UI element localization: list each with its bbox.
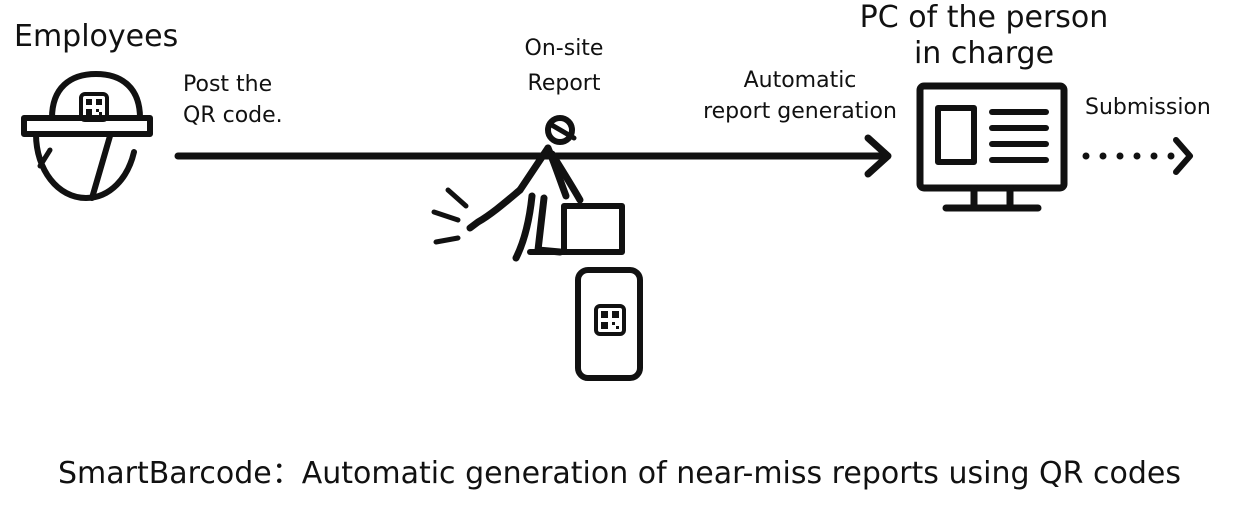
smartphone-qr-icon: [575, 267, 643, 381]
pc-label-line2: in charge: [913, 36, 1055, 71]
hard-hat-with-qr-icon: [21, 71, 153, 201]
employees-label-text: Employees: [14, 19, 179, 54]
post-qr-label-line1: Post the: [183, 72, 273, 97]
onsite-report-label-line2: Report: [527, 71, 601, 97]
submission-label: Submission: [1085, 95, 1211, 120]
pc-person-in-charge-label: PC of the person in charge: [852, 0, 1116, 72]
automatic-report-label-line1: Automatic: [743, 68, 857, 93]
automatic-report-label-line2: report generation: [703, 99, 897, 125]
desktop-monitor-icon: [916, 82, 1068, 212]
diagram-caption: SmartBarcode：Automatic generation of nea…: [57, 456, 1182, 491]
flow-arrow-main: [174, 134, 892, 178]
submission-dotted-arrow: [1082, 137, 1193, 175]
onsite-report-label-line1: On-site: [524, 36, 604, 61]
automatic-report-label: Automatic report generation: [690, 68, 910, 125]
tripping-worker-icon: [431, 115, 625, 262]
employees-label: Employees: [14, 19, 179, 55]
onsite-report-label: On-site Report: [512, 36, 616, 97]
pc-label-line1: PC of the person: [859, 0, 1109, 35]
post-qr-label: Post the QR code.: [183, 72, 283, 129]
submission-label-text: Submission: [1085, 95, 1211, 120]
post-qr-label-line2: QR code.: [183, 103, 283, 129]
